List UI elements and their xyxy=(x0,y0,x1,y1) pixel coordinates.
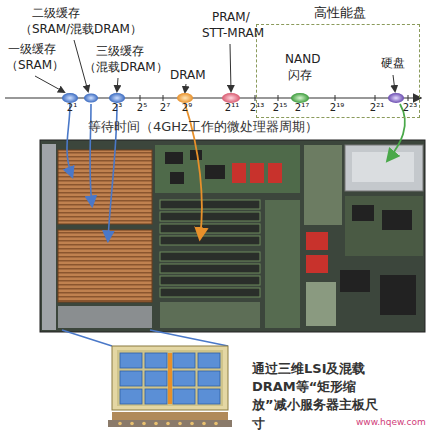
watermark: www.hqew.com xyxy=(356,417,426,428)
memory-type: （SRAM/混载DRAM） xyxy=(20,22,142,36)
memory-type: （混载DRAM） xyxy=(84,60,168,74)
axis-tick: 2³ xyxy=(112,102,122,114)
axis-tick: 2²¹ xyxy=(370,102,384,114)
axis-tick: 2²³ xyxy=(403,102,417,114)
memory-name: 三级缓存 xyxy=(96,44,144,58)
axis-tick: 2⁷ xyxy=(160,102,170,114)
axis-tick: 2¹³ xyxy=(250,102,264,114)
memory-name: NAND xyxy=(285,52,320,66)
memory-name: 一级缓存 xyxy=(8,42,56,56)
memory-name: 二级缓存 xyxy=(32,6,80,20)
memory-name: PRAM/ xyxy=(212,10,250,24)
memory-name: STT-MRAM xyxy=(202,26,264,40)
memory-name: 闪存 xyxy=(288,68,312,82)
memory-name: 硬盘 xyxy=(381,56,405,70)
axis-tick: 2¹¹ xyxy=(225,102,239,114)
axis-tick: 2¹⁵ xyxy=(273,102,287,114)
axis-tick: 2¹ xyxy=(67,102,77,114)
group-heading: 高性能盘 xyxy=(314,5,366,21)
axis-tick: 2⁵ xyxy=(137,102,147,114)
memory-name: DRAM xyxy=(170,68,206,82)
axis-tick: 2¹⁹ xyxy=(330,102,344,114)
axis-tick: 2⁹ xyxy=(182,102,192,114)
axis-caption: 等待时间（4GHz工作的微处理器周期） xyxy=(88,119,318,135)
axis-tick: 2¹⁷ xyxy=(295,102,309,114)
memory-type: （SRAM） xyxy=(6,58,64,72)
